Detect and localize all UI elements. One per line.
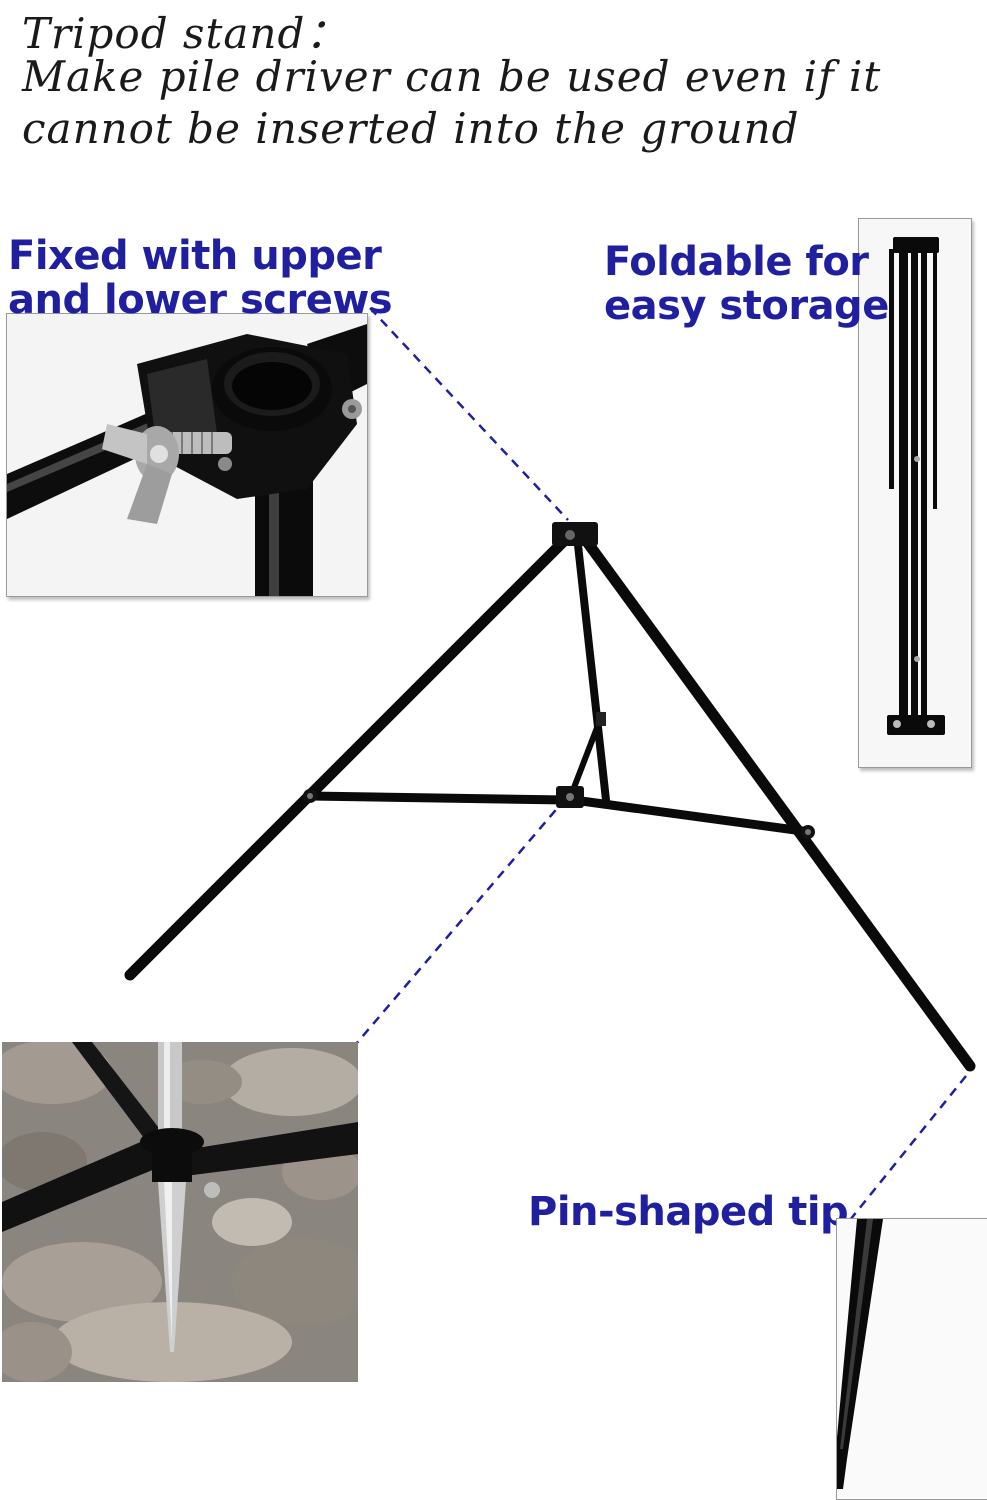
tip-callout: Pin-shaped tip: [528, 1189, 849, 1235]
screws-callout-line-2: and lower screws: [8, 277, 393, 323]
tripod-leg-right: [576, 529, 976, 1072]
top-joint: [552, 522, 598, 546]
header-line-3: cannot be inserted into the ground: [22, 104, 800, 153]
fold-callout-line-1: Foldable for: [604, 239, 869, 285]
connector-tip: [849, 1075, 967, 1221]
brace-left: [305, 791, 571, 805]
tripod-leg-back: [574, 541, 610, 804]
screws-callout-line-1: Fixed with upper: [8, 233, 382, 279]
connector-screws: [369, 307, 569, 521]
brace-back: [567, 717, 603, 801]
fold-callout-line-2: easy storage: [604, 283, 889, 329]
brace-right: [569, 795, 815, 837]
connector-ground: [355, 797, 567, 1045]
joint-screws-photo: [6, 313, 368, 597]
tripod-leg-left: [124, 529, 576, 981]
pin-tip-photo: [836, 1218, 987, 1500]
ground-rocks-photo: [2, 1042, 358, 1382]
folded-tripod-photo: [858, 218, 972, 768]
header-title: Tripod stand：: [22, 9, 349, 58]
header-line-2: Make pile driver can be used even if it: [22, 52, 882, 101]
